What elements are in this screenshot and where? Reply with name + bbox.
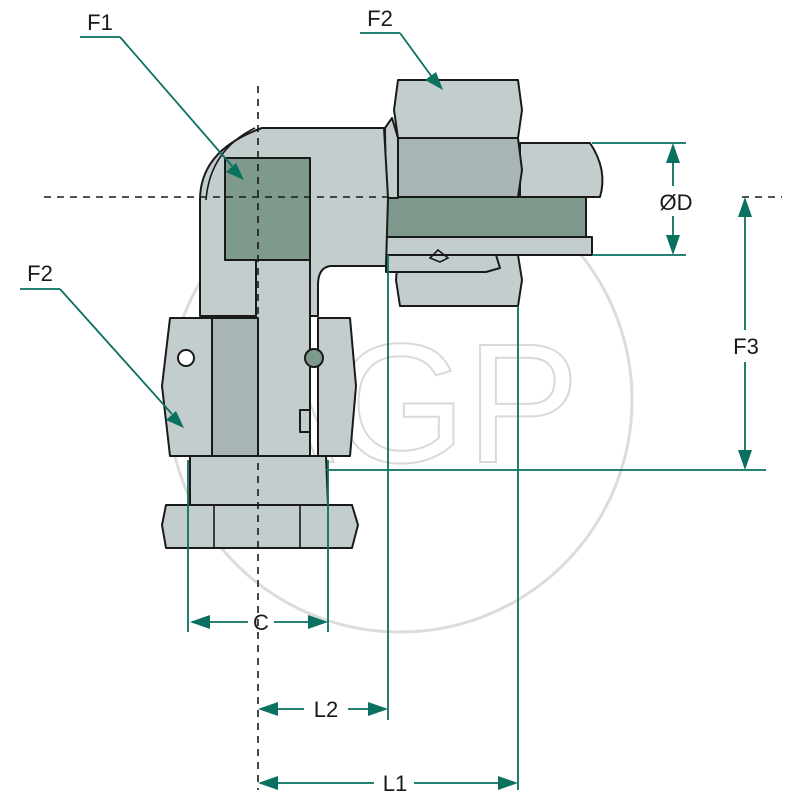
label-f2-left: F2 bbox=[27, 261, 53, 286]
dim-label-c: C bbox=[253, 610, 269, 635]
tube-outer-upper bbox=[519, 142, 604, 198]
dimension-f3: F3 bbox=[733, 197, 759, 470]
tube-outer-lower bbox=[385, 236, 593, 256]
dimension-od: ØD bbox=[660, 143, 693, 255]
label-f1: F1 bbox=[87, 10, 113, 35]
ring-detail bbox=[385, 254, 501, 273]
left-nut-face-1 bbox=[161, 317, 215, 457]
left-nut-face-2 bbox=[211, 317, 259, 457]
dim-label-l1: L1 bbox=[383, 771, 407, 796]
label-f2-top: F2 bbox=[367, 6, 393, 31]
extension-lines bbox=[187, 142, 766, 790]
nut-upper-face bbox=[393, 79, 523, 139]
o-ring-icon bbox=[304, 348, 324, 368]
leader-f2-top: F2 bbox=[360, 6, 443, 90]
elbow-curve-line bbox=[205, 127, 256, 201]
elbow-body bbox=[199, 127, 389, 317]
dim-label-f3: F3 bbox=[733, 334, 759, 359]
nut-middle-face bbox=[397, 137, 523, 198]
dimension-l2: L2 bbox=[258, 697, 388, 722]
leader-f2-left: F2 bbox=[20, 261, 184, 428]
right-hex-nut bbox=[384, 79, 523, 307]
left-hex-nut bbox=[161, 317, 357, 457]
dim-label-l2: L2 bbox=[314, 697, 338, 722]
bottom-neck bbox=[189, 455, 329, 506]
left-nut-face-3 bbox=[317, 317, 357, 457]
dim-label-od: ØD bbox=[660, 190, 693, 215]
dimension-c: C bbox=[190, 610, 328, 635]
bottom-fitting bbox=[161, 455, 359, 549]
tube-bore bbox=[385, 196, 587, 238]
bottom-hex-edges bbox=[213, 505, 301, 548]
nut-hole-icon bbox=[177, 349, 195, 367]
bottom-hex bbox=[161, 504, 359, 549]
ring-notch bbox=[428, 248, 450, 263]
leader-f1: F1 bbox=[80, 10, 244, 180]
seal-detail bbox=[299, 409, 311, 433]
dimension-l1: L1 bbox=[258, 771, 518, 796]
